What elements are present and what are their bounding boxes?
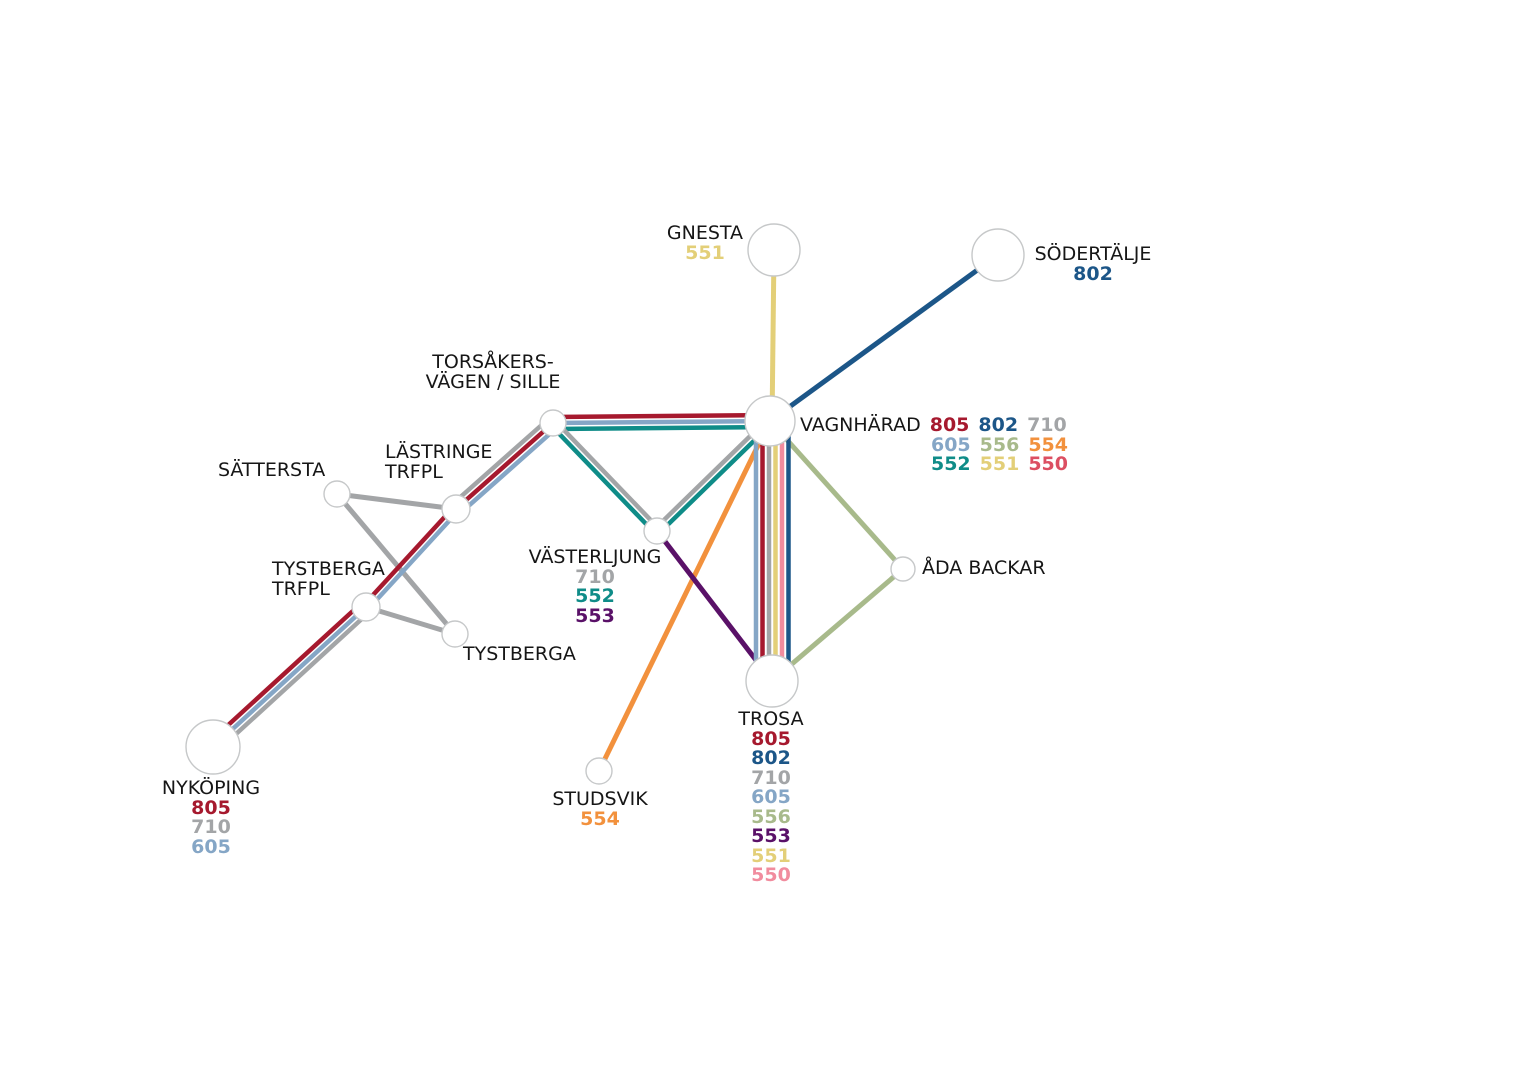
edge-route-710 — [450, 416, 551, 507]
edge-route-552 — [549, 423, 657, 535]
route-badge-552: 552 — [575, 585, 615, 607]
route-badge-605: 605 — [930, 433, 971, 456]
station-label-vagnharad-line1: VAGNHÄRAD 805 802 710 — [800, 414, 1068, 436]
route-badge-805: 805 — [191, 796, 231, 819]
station-label-vagnharad-line3: 552 551 550 — [800, 453, 1068, 475]
route-badge-552: 552 — [930, 453, 971, 475]
edge-route-605 — [366, 509, 460, 611]
station-label-studsvik: STUDSVIK 554 — [520, 788, 680, 830]
route-badge-805: 805 — [751, 727, 791, 750]
station-label-sodertalje: SÖDERTÄLJE 802 — [1013, 243, 1173, 285]
edge-route-710 — [215, 609, 372, 754]
station-label-nykoping: NYKÖPING 805 710 605 — [131, 777, 291, 858]
route-badge-550: 550 — [1028, 453, 1068, 475]
edge-route-552 — [552, 424, 771, 432]
route-badge-710: 710 — [191, 816, 231, 838]
edge-route-802 — [768, 252, 1000, 424]
node-torsakersvagen — [539, 409, 567, 437]
edge-route-554 — [596, 419, 773, 773]
edge-route-805 — [207, 600, 364, 745]
route-badge-551: 551 — [979, 453, 1020, 475]
edge-route-805 — [552, 412, 771, 420]
edge-route-556 — [768, 419, 905, 571]
station-label-vagnharad-line2: 605 556 554 — [800, 433, 1068, 456]
route-badge-553: 553 — [751, 825, 791, 847]
route-badge-710: 710 — [575, 565, 615, 588]
route-badge-710: 710 — [751, 766, 791, 789]
station-name: TROSA — [738, 708, 804, 730]
route-badge-556: 556 — [979, 433, 1020, 456]
edge-route-710 — [365, 604, 456, 637]
route-badge-550: 550 — [751, 864, 791, 886]
route-badge-551: 551 — [685, 241, 725, 264]
node-nykoping — [185, 719, 241, 775]
node-vagnharad — [744, 395, 796, 447]
station-name-line1: LÄSTRINGE — [385, 441, 493, 463]
route-badge-605: 605 — [191, 835, 231, 858]
node-tystberga — [441, 620, 469, 648]
station-name: ÅDA BACKAR — [922, 557, 1046, 579]
route-badge-554: 554 — [1028, 433, 1068, 456]
node-studsvik — [585, 757, 613, 785]
node-tystberga_trfpl — [351, 592, 381, 622]
route-badge-710: 710 — [1027, 414, 1067, 436]
station-label-ada-backar: ÅDA BACKAR — [922, 557, 1092, 579]
station-label-vagnharad: VAGNHÄRAD 805 802 710 605 556 554 552 551 550 — [800, 414, 1068, 475]
station-label-gnesta: GNESTA 551 — [625, 222, 785, 264]
route-badge-553: 553 — [575, 604, 615, 627]
edge-route-605 — [458, 425, 559, 516]
station-name-line2: TRFPL — [385, 460, 443, 483]
edge-route-605 — [211, 605, 368, 749]
station-label-vasterljung: VÄSTERLJUNG 710 552 553 — [515, 546, 675, 627]
station-name-line1: TYSTBERGA — [272, 558, 385, 580]
node-trosa — [745, 654, 799, 708]
edge-route-553 — [655, 529, 774, 683]
route-badge-802: 802 — [978, 414, 1019, 436]
node-sodertalje — [971, 228, 1025, 282]
station-name-line2: TRFPL — [272, 577, 330, 600]
edge-route-710 — [335, 492, 457, 636]
route-badge-554: 554 — [580, 807, 620, 830]
edge-route-710 — [653, 417, 770, 531]
station-name: STUDSVIK — [552, 788, 648, 810]
station-name: NYKÖPING — [161, 777, 261, 799]
edge-route-605 — [552, 418, 771, 426]
node-lastringe — [441, 494, 471, 524]
station-label-trosa: TROSA 805 802 710 605 556 553 551 550 — [691, 708, 851, 886]
station-name: VÄSTERLJUNG — [528, 546, 662, 568]
route-badge-605: 605 — [751, 786, 791, 808]
station-label-lastringe: LÄSTRINGE TRFPL — [385, 441, 535, 483]
route-badge-805: 805 — [929, 414, 970, 436]
route-badge-551: 551 — [751, 844, 791, 867]
edge-route-556 — [770, 567, 905, 683]
station-name-line1: TORSÅKERS- — [432, 351, 554, 373]
route-badge-556: 556 — [751, 805, 791, 828]
station-name: SÖDERTÄLJE — [1034, 243, 1152, 265]
node-sattersta — [323, 480, 351, 508]
station-label-tystberga: TYSTBERGA — [463, 643, 613, 665]
node-gnesta — [747, 223, 801, 277]
station-name-line2: VÄGEN / SILLE — [425, 370, 561, 393]
station-label-torsakersvagen: TORSÅKERS- VÄGEN / SILLE — [393, 351, 593, 393]
edge-route-552 — [657, 421, 774, 535]
station-name: GNESTA — [666, 222, 744, 244]
route-badge-802: 802 — [1073, 262, 1113, 285]
station-name: TYSTBERGA — [463, 643, 576, 665]
edge-route-710 — [553, 419, 661, 531]
edge-route-805 — [362, 505, 456, 607]
route-badge-802: 802 — [751, 747, 791, 769]
node-vasterljung — [643, 517, 671, 545]
station-label-sattersta: SÄTTERSTA — [218, 459, 368, 481]
edge-route-805 — [454, 421, 555, 511]
station-name: VAGNHÄRAD — [800, 414, 921, 436]
edge-route-710 — [336, 491, 457, 512]
station-name: SÄTTERSTA — [218, 459, 326, 481]
node-ada_backar — [890, 556, 916, 582]
station-label-tystberga-trfpl: TYSTBERGA TRFPL — [272, 558, 422, 600]
